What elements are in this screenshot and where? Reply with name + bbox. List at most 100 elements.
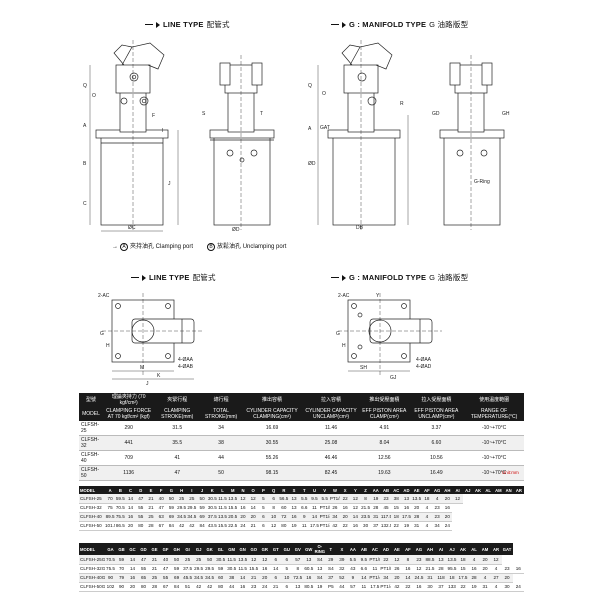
value-cell: 82.45: [301, 465, 361, 481]
column-header: Q: [268, 486, 279, 494]
value-cell: 28: [145, 521, 157, 531]
value-cell: 709: [102, 450, 155, 466]
dim-label-y: Y: [376, 293, 380, 299]
column-header: V: [319, 486, 330, 494]
column-header: AR: [490, 543, 502, 555]
value-cell: 25.08: [301, 435, 361, 451]
dim-label-o: O: [322, 91, 326, 97]
column-header: AG: [432, 486, 443, 494]
dim-label-od: ØD: [232, 227, 240, 233]
value-cell: 20: [411, 503, 422, 513]
value-cell: 6: [270, 573, 282, 583]
value-cell: 17.5: [369, 582, 381, 592]
value-cell: 14: [358, 573, 370, 583]
value-cell: 16: [340, 503, 351, 513]
header-label-en: G : MANIFOLD TYPE: [349, 20, 427, 29]
value-cell: 6: [281, 582, 293, 592]
column-header: AK: [472, 486, 484, 494]
value-cell: 6: [258, 521, 269, 531]
value-cell: 19: [468, 582, 480, 592]
value-cell: 42: [391, 582, 403, 592]
value-cell: 21.5: [424, 564, 436, 574]
value-cell: 132.5: [380, 521, 392, 531]
value-cell: 4: [421, 503, 432, 513]
value-cell: 14: [248, 503, 259, 513]
value-cell: 55: [160, 573, 172, 583]
value-cell: 37: [325, 573, 337, 583]
model-cell: CLFSH-32: [79, 503, 105, 513]
column-header: O-RING: [314, 543, 326, 555]
header-label-en: G : MANIFOLD TYPE: [349, 273, 427, 282]
value-cell: 4: [490, 564, 502, 574]
value-cell: 21: [149, 564, 161, 574]
value-cell: 6.6: [299, 503, 310, 513]
value-cell: 29: [325, 555, 337, 565]
value-cell: P5: [325, 582, 337, 592]
spec-header-cell: CLAMPING STROKE(mm): [154, 407, 201, 421]
column-header: AM: [493, 486, 504, 494]
value-cell: 52: [336, 573, 348, 583]
value-cell: 45.5: [182, 573, 194, 583]
value-cell: 55: [138, 564, 150, 574]
value-cell: 34.5: [193, 573, 205, 583]
value-cell: 23: [432, 503, 443, 513]
value-cell: 3.37: [408, 421, 465, 436]
value-cell: 13: [292, 582, 304, 592]
spec-header-cell: CYLINDER CAPACITY UNCLAMP(cm³): [301, 407, 361, 421]
spec-table: 型號 理論夾持力 (70 kgf/cm²) 夾緊行程 總行程 推出容積 拉入容積…: [79, 393, 524, 481]
dim-label-m: M: [140, 365, 144, 371]
value-cell: 34: [200, 421, 243, 436]
column-header: AI: [435, 543, 447, 555]
spec-header-cell: CYLINDER CAPACITY CLAMPING(cm³): [242, 407, 302, 421]
dim-label-b: B: [83, 161, 87, 167]
value-cell: 13: [314, 564, 326, 574]
value-cell: 95.5: [446, 564, 458, 574]
value-cell: 18: [446, 573, 458, 583]
value-cell: 67: [160, 582, 172, 592]
value-cell: 18: [421, 494, 432, 504]
value-cell: 41: [154, 450, 201, 466]
column-header: AF: [402, 543, 414, 555]
port-a-icon: A: [120, 243, 128, 251]
value-cell: 23.5: [360, 512, 371, 522]
value-cell: 13: [401, 494, 412, 504]
spec-title-cell: 理論夾持力 (70 kgf/cm²): [102, 393, 155, 407]
value-cell: 6.6: [358, 564, 370, 574]
value-cell: 17.5: [309, 521, 320, 531]
value-cell: 21: [248, 573, 260, 583]
value-cell: 24: [512, 582, 524, 592]
dim-label-a: A: [83, 123, 87, 129]
value-cell: 59.5: [115, 494, 126, 504]
value-cell: 31: [370, 512, 381, 522]
value-cell: 1136: [102, 465, 155, 481]
value-cell: 16: [237, 582, 249, 592]
value-cell: 30.5: [226, 564, 238, 574]
value-cell: 19: [401, 521, 412, 531]
column-header: K: [207, 486, 218, 494]
value-cell: 11: [309, 503, 320, 513]
value-cell: 72.5: [292, 573, 304, 583]
value-cell: -10~+70°C: [464, 450, 524, 466]
value-cell: 80: [138, 582, 150, 592]
value-cell: 4: [490, 582, 502, 592]
dim-label-oc: ØC: [128, 225, 136, 231]
value-cell: 25: [186, 494, 197, 504]
value-cell: 70.5: [105, 555, 117, 565]
header-manifold-type-top: G : MANIFOLD TYPE G 油路版型: [331, 19, 468, 30]
column-header: I: [186, 486, 197, 494]
value-cell: 84: [196, 521, 208, 531]
value-cell: 20: [340, 512, 351, 522]
value-cell: 16: [468, 564, 480, 574]
spec-header-cell: CLAMPING FORCE AT 70 kgf/cm² (kgf): [102, 407, 155, 421]
value-cell: 11: [369, 564, 381, 574]
value-cell: 31: [479, 582, 491, 592]
value-cell: 290: [102, 421, 155, 436]
value-cell: 102: [105, 582, 117, 592]
value-cell: 20: [479, 564, 491, 574]
value-cell: 30.55: [242, 435, 302, 451]
